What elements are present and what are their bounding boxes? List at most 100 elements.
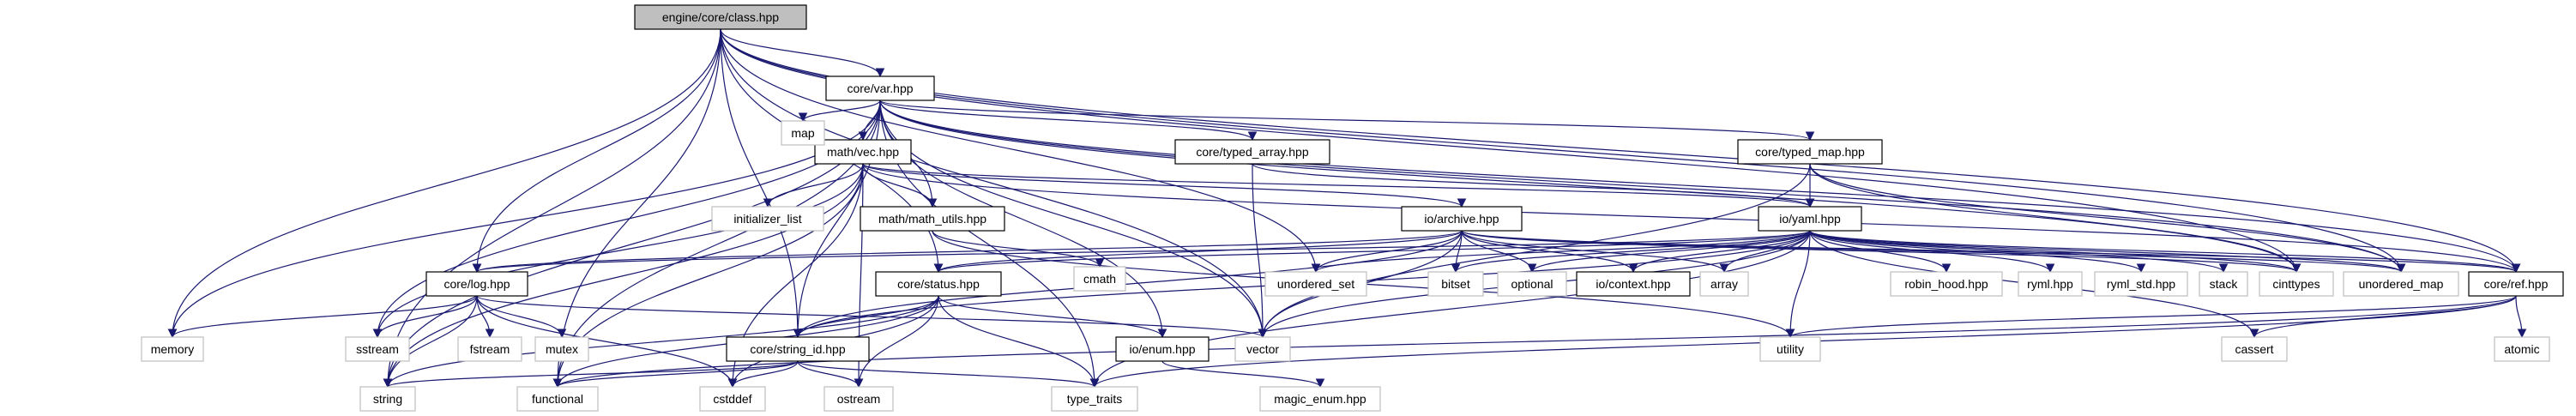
node-box [1073, 266, 1126, 292]
node-cinttypes: cinttypes [2259, 271, 2334, 297]
node-ref[interactable]: core/ref.hpp [2468, 271, 2564, 297]
node-box [875, 271, 1002, 297]
node-box [814, 139, 912, 165]
node-unordered-map: unordered_map [2343, 271, 2459, 297]
edge-typed_map-to-cinttypes [1809, 163, 2302, 274]
edge-string_id-to-functional [552, 360, 799, 389]
node-var[interactable]: core/var.hpp [825, 75, 935, 101]
node-box [1890, 271, 2003, 297]
edge-class-to-var [720, 28, 885, 78]
node-vec[interactable]: math/vec.hpp [814, 139, 912, 165]
edge-class-to-unordered_set [720, 28, 1321, 274]
edge-class-to-string_id [720, 28, 803, 339]
edge-log-to-memory [167, 295, 478, 339]
node-box [1758, 206, 1862, 232]
node-class[interactable]: engine/core/class.hpp [634, 4, 807, 30]
node-label: initializer_list [733, 212, 801, 226]
node-box [2094, 271, 2188, 297]
node-utility: utility [1759, 336, 1821, 362]
node-label: array [1710, 277, 1738, 291]
edge-vec-to-ref [862, 163, 2521, 274]
node-context[interactable]: io/context.hpp [1576, 271, 1691, 297]
edge-ref-to-functional [553, 295, 2517, 389]
edge-status-to-enum [938, 295, 1167, 339]
node-sstream: sstream [345, 336, 410, 362]
edge-log-to-cstddef [476, 295, 738, 389]
node-robin-hood: robin_hood.hpp [1890, 271, 2003, 297]
node-cassert: cassert [2221, 336, 2288, 362]
node-box [1259, 386, 1381, 412]
edge-yaml-to-cinttypes [1809, 230, 2302, 274]
edge-typed_array-to-yaml [1252, 163, 1815, 208]
node-label: math/math_utils.hpp [878, 212, 986, 226]
edge-string_id-to-type_traits [797, 360, 1100, 389]
edge-class-to-ref [720, 28, 2521, 274]
node-box [1759, 336, 1821, 362]
node-box [1051, 386, 1138, 412]
node-label: cassert [2235, 342, 2273, 356]
node-label: stack [2210, 277, 2239, 291]
edge-status-to-string [383, 295, 939, 389]
node-box [2221, 336, 2288, 362]
edge-typed_array-to-vector [1252, 163, 1268, 339]
node-typed-array[interactable]: core/typed_array.hpp [1174, 139, 1330, 165]
node-box [634, 4, 807, 30]
node-typed-map[interactable]: core/typed_map.hpp [1737, 139, 1883, 165]
edge-yaml-to-array [1719, 230, 1811, 274]
node-yaml[interactable]: io/yaml.hpp [1758, 206, 1862, 232]
node-label: core/var.hpp [847, 81, 913, 95]
node-string-id[interactable]: core/string_id.hpp [726, 336, 870, 362]
node-math-utils[interactable]: math/math_utils.hpp [860, 206, 1005, 232]
node-fstream: fstream [457, 336, 522, 362]
node-archive[interactable]: io/archive.hpp [1401, 206, 1523, 232]
edge-yaml-to-unordered_set [1311, 230, 1811, 274]
node-box [699, 386, 766, 412]
edge-archive-to-context [1461, 230, 1638, 274]
edge-ref-to-utility [1785, 295, 2517, 339]
node-box [1401, 206, 1523, 232]
node-box [1699, 271, 1749, 297]
node-label: ryml_std.hpp [2107, 277, 2175, 291]
node-label: magic_enum.hpp [1274, 392, 1366, 406]
edge-typed_map-to-unordered_map [1809, 163, 2406, 274]
node-box [1174, 139, 1330, 165]
edge-vec-to-string [383, 163, 864, 389]
node-box [1234, 336, 1291, 362]
node-box [1264, 271, 1367, 297]
edge-class-to-string [383, 28, 721, 389]
node-label: io/archive.hpp [1424, 212, 1499, 226]
node-box [534, 336, 589, 362]
node-enum[interactable]: io/enum.hpp [1115, 336, 1210, 362]
node-box [860, 206, 1005, 232]
edge-archive-to-log [473, 230, 1463, 274]
edge-vec-to-sstream [372, 163, 864, 339]
node-label: bitset [1441, 277, 1470, 291]
node-label: fstream [470, 342, 510, 356]
node-cstddef: cstddef [699, 386, 766, 412]
node-status[interactable]: core/status.hpp [875, 271, 1002, 297]
node-log[interactable]: core/log.hpp [425, 271, 528, 297]
edge-var-to-typed_map [879, 99, 1814, 142]
node-ryml-std: ryml_std.hpp [2094, 271, 2188, 297]
edge-vec-to-initializer_list [763, 163, 864, 208]
edge-class-to-unordered_map [720, 28, 2406, 274]
node-label: utility [1777, 342, 1804, 356]
edge-var-to-cinttypes [879, 99, 2302, 274]
node-label: sstream [356, 342, 399, 356]
node-box [1115, 336, 1210, 362]
node-label: robin_hood.hpp [1904, 277, 1988, 291]
node-label: type_traits [1067, 392, 1123, 406]
node-bitset: bitset [1427, 271, 1484, 297]
edge-yaml-to-status [934, 230, 1811, 274]
node-label: ryml.hpp [2027, 277, 2073, 291]
edge-log-to-string [383, 295, 478, 389]
node-label: cmath [1083, 272, 1116, 286]
edge-string_id-to-cstddef [727, 360, 799, 389]
edge-yaml-to-ryml_std [1809, 230, 2146, 274]
node-label: core/status.hpp [897, 277, 980, 291]
edge-var-to-typed_array [879, 99, 1258, 142]
node-label: core/typed_array.hpp [1196, 145, 1308, 159]
node-box [781, 120, 825, 146]
node-box [2494, 336, 2550, 362]
node-label: functional [532, 392, 583, 406]
